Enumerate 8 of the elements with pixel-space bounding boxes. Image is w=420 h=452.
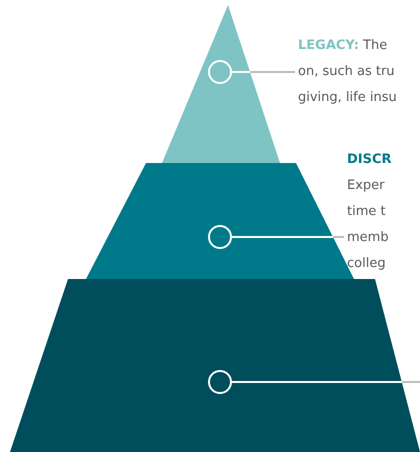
- leader-line: [232, 381, 420, 383]
- description-text: Exper time t memb colleg: [347, 177, 390, 273]
- leader-line: [232, 71, 295, 73]
- description-text: LEGACY: The on, such as tru giving, life insu: [298, 37, 397, 107]
- circle-marker: [208, 225, 232, 249]
- circle-marker: [208, 370, 232, 394]
- heading-text: DISCR: [347, 151, 392, 169]
- circle-marker: [208, 60, 232, 84]
